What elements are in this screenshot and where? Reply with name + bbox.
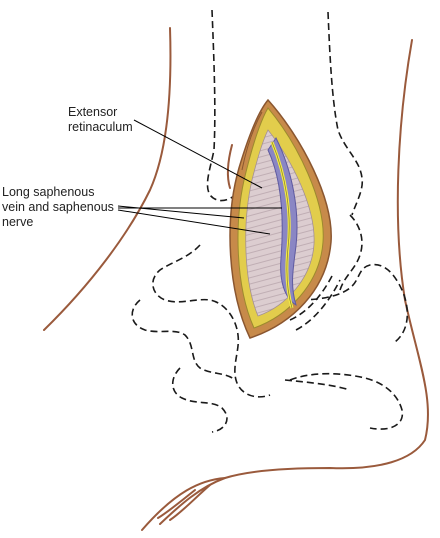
- talus-outline: [152, 244, 271, 398]
- leader-lines: [117, 119, 282, 235]
- saphenous-vein: [267, 137, 298, 307]
- label-line: nerve: [2, 215, 34, 229]
- incision: [229, 98, 332, 339]
- leader-retinaculum: [133, 119, 263, 189]
- skin-outline: [43, 27, 429, 531]
- metatarsal-outline: [299, 263, 409, 343]
- toe-crease-1: [169, 484, 211, 521]
- bone-contours: [131, 9, 409, 433]
- tendon-line-2: [289, 275, 333, 321]
- label-line: Long saphenous: [2, 185, 95, 199]
- toe-crease-2: [157, 489, 196, 519]
- calcaneus-outline: [289, 372, 404, 430]
- malleolus-outline: [339, 214, 363, 291]
- navicular-outline: [131, 299, 236, 381]
- label-line: Extensor: [68, 105, 118, 119]
- extensor-retinaculum: [245, 129, 315, 317]
- saphenous-nerve-outline: [271, 141, 293, 309]
- skin-fold: [226, 144, 233, 189]
- label-long-saphenous: Long saphenous vein and saphenous nerve: [2, 185, 114, 230]
- wound-rim-detail: [241, 111, 263, 171]
- tendon-line-3: [284, 379, 351, 391]
- leader-saphenous-3: [117, 209, 271, 235]
- label-extensor-retinaculum: Extensor retinaculum: [68, 105, 133, 135]
- tibia-lateral-edge: [327, 11, 364, 216]
- leg-left-contour: [43, 27, 172, 331]
- tibia-medial-edge: [206, 9, 239, 202]
- label-line: vein and saphenous: [2, 200, 114, 214]
- cuneiform-outline: [171, 367, 228, 433]
- heel-contour: [141, 477, 226, 531]
- tendon-line-1: [295, 279, 341, 331]
- label-line: retinaculum: [68, 120, 133, 134]
